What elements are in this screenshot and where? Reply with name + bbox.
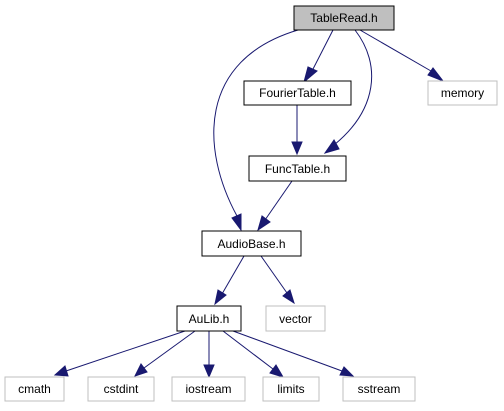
edge-aulib-to-cmath — [53, 330, 186, 377]
edge-tableread-to-functable — [323, 29, 373, 154]
node-cstdint[interactable]: cstdint — [87, 376, 155, 402]
node-audiobase-h[interactable]: AudioBase.h — [201, 230, 302, 257]
node-fouriertable-h-label: FourierTable.h — [259, 86, 336, 100]
node-audiobase-h-label: AudioBase.h — [217, 237, 285, 251]
edge-fouriertable-to-functable — [291, 105, 303, 156]
edge-aulib-to-cstdint — [134, 330, 196, 377]
node-sstream[interactable]: sstream — [342, 376, 416, 402]
node-iostream-label: iostream — [185, 382, 231, 396]
edge-tableread-to-audiobase — [213, 29, 299, 232]
nodes-layer: TableRead.h FourierTable.h memory FuncTa… — [4, 5, 498, 402]
node-aulib-h-label: AuLib.h — [189, 312, 230, 326]
node-memory-label: memory — [441, 86, 484, 100]
node-cstdint-label: cstdint — [104, 382, 139, 396]
node-aulib-h[interactable]: AuLib.h — [176, 305, 242, 332]
edge-aulib-to-iostream — [203, 331, 215, 379]
node-limits[interactable]: limits — [262, 376, 320, 402]
node-functable-h[interactable]: FuncTable.h — [248, 155, 347, 182]
edge-tableread-to-fouriertable — [303, 29, 334, 84]
node-vector-label: vector — [279, 312, 312, 326]
edge-functable-to-audiobase — [257, 180, 293, 232]
node-cmath[interactable]: cmath — [4, 376, 65, 402]
node-sstream-label: sstream — [358, 382, 401, 396]
node-tableread-h[interactable]: TableRead.h — [293, 5, 395, 31]
node-vector[interactable]: vector — [265, 305, 326, 332]
node-tableread-h-label: TableRead.h — [310, 11, 377, 25]
node-iostream[interactable]: iostream — [171, 376, 246, 402]
edge-audiobase-to-vector — [260, 255, 295, 305]
node-cmath-label: cmath — [18, 382, 51, 396]
edge-aulib-to-sstream — [232, 330, 355, 377]
node-fouriertable-h[interactable]: FourierTable.h — [243, 80, 352, 106]
node-functable-h-label: FuncTable.h — [265, 162, 330, 176]
edge-audiobase-to-aulib — [214, 255, 245, 306]
node-memory[interactable]: memory — [427, 80, 498, 106]
node-limits-label: limits — [277, 382, 304, 396]
edges-layer — [53, 29, 445, 379]
edge-tableread-to-memory — [359, 29, 445, 83]
edge-aulib-to-limits — [222, 330, 285, 378]
